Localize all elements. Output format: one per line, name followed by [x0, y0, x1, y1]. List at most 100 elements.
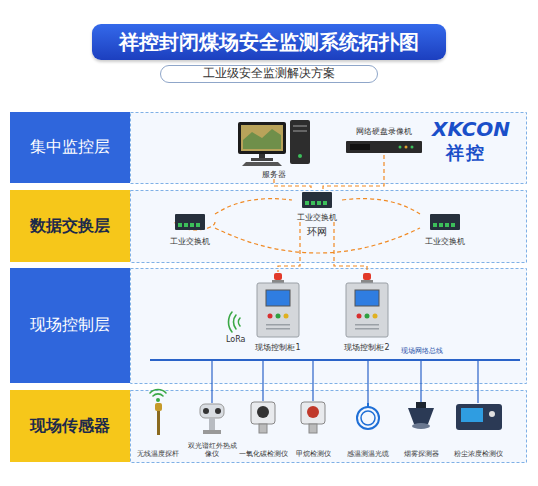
server-icon: [298, 154, 302, 158]
layer-panel: [131, 391, 527, 463]
sensor-node: 粉尘浓度检测仪: [452, 396, 504, 458]
layer-panel: [131, 113, 527, 463]
switch-port: [178, 201, 455, 227]
node-text: 现场传感器: [30, 417, 110, 435]
sensor-node: 无线温度探杆: [132, 396, 184, 458]
sensor-icon: [307, 406, 319, 418]
server-icon: [238, 122, 286, 154]
sensor-icon: [203, 408, 209, 414]
node-text: 工业级安全监测解决方案: [203, 67, 335, 81]
control-cabinet-icon: [276, 314, 281, 319]
switch-port: [178, 223, 182, 227]
server-icon: [290, 120, 310, 164]
bus-drop: [211, 361, 212, 403]
switch-port: [445, 223, 449, 227]
switch-port: [184, 223, 188, 227]
node-text: 工业交换机: [425, 237, 465, 246]
sensor-icon: [203, 430, 221, 434]
sensor-icon: [157, 411, 160, 435]
switch-icon: [430, 214, 460, 230]
sensor-icon: [461, 408, 483, 422]
control-cabinet-icon: [266, 328, 290, 330]
ring-label: 环网: [307, 226, 327, 238]
sensor-icon: [408, 408, 434, 424]
switch-port: [439, 223, 443, 227]
field-bus: [150, 359, 520, 361]
server-icon: [238, 120, 310, 166]
control-cabinet-icon: [355, 290, 379, 306]
sensor-icon: [361, 411, 375, 425]
field-bus: [150, 359, 520, 361]
sensor-icon: [489, 411, 495, 417]
node-text: 粉尘浓度检测仪: [454, 450, 503, 458]
sensor-icon: [367, 403, 369, 407]
sensor-icon: [456, 404, 502, 430]
layer-label: 集中监控层: [10, 112, 130, 183]
control-cabinet-icon: [355, 328, 379, 330]
node-text: 烟雾探测器: [404, 450, 439, 458]
switch-port: [305, 201, 309, 205]
sensor-icon: [155, 403, 162, 411]
wireless-symbol: [150, 390, 166, 393]
switch-node: 工业交换机: [420, 212, 470, 246]
control-cabinet-icon: [365, 314, 370, 319]
node-text: 一氧化碳检测仪: [239, 450, 288, 458]
switch-node: 工业交换机: [292, 190, 342, 222]
control-cabinet-icon: [268, 314, 273, 319]
wireless-symbol: [153, 394, 163, 396]
switch-port: [311, 201, 315, 205]
wireless-symbol: [233, 315, 236, 329]
layer-panel: [131, 269, 527, 384]
node-text: 祥控封闭煤场安全监测系统拓扑图: [119, 31, 419, 54]
sensor-icon: [259, 424, 267, 433]
network-link: [278, 222, 300, 272]
nvr-icon: [346, 141, 422, 153]
layer-label: 现场控制层: [10, 268, 130, 383]
sensor-icon: [412, 423, 430, 429]
ring-link: [215, 199, 292, 214]
node-text: 网络硬盘录像机: [356, 127, 412, 136]
nvr-icon: [411, 146, 414, 149]
node-text: 甲烷检测仪: [296, 450, 331, 458]
node-text: 工业交换机: [297, 213, 337, 222]
network-link: [274, 179, 311, 190]
layer-panel: [131, 191, 527, 263]
control-cabinet-icon: [274, 273, 282, 280]
sensor-node: 双光谱红外热成像仪: [186, 396, 238, 458]
bus-label: 现场网络总线: [400, 347, 444, 355]
control-cabinet-icon: [257, 273, 388, 337]
bus-drop: [262, 361, 263, 401]
switch-port: [323, 201, 327, 205]
server-node: 服务器: [236, 116, 312, 179]
control-cabinet-icon: [257, 283, 299, 337]
sensor-icon: [309, 424, 317, 433]
wireless-symbol: [238, 318, 240, 326]
server-icon: [251, 158, 273, 161]
sensor-icon: [357, 407, 379, 429]
network-link: [334, 222, 367, 272]
ring-link: [342, 199, 420, 214]
sensor-node: 甲烷检测仪: [287, 396, 339, 458]
switch-port: [317, 201, 321, 205]
sensor-icon: [200, 404, 224, 418]
nvr-icon: [405, 146, 408, 149]
bus-drop: [312, 361, 313, 401]
subtitle-pill: 工业级安全监测解决方案: [160, 65, 378, 83]
switch-icon: [175, 192, 460, 230]
control-cabinet-icon: [373, 314, 378, 319]
lora-label: LoRa: [226, 335, 246, 344]
control-cabinet-icon: [357, 314, 362, 319]
control-cabinet-icon: [266, 324, 290, 326]
network-link: [323, 155, 384, 190]
node-text: 现场控制层: [30, 316, 110, 334]
server-icon: [241, 125, 283, 151]
layer-label: 现场传感器: [10, 390, 130, 462]
sensor-icon: [301, 402, 325, 424]
switch-node: 工业交换机: [165, 212, 215, 246]
server-icon: [243, 129, 281, 149]
title-banner: 祥控封闭煤场安全监测系统拓扑图: [92, 24, 446, 60]
layer-panel: [131, 113, 527, 184]
node-text: 工业交换机: [170, 237, 210, 246]
wireless-symbol: [228, 312, 232, 332]
switch-port: [451, 223, 455, 227]
